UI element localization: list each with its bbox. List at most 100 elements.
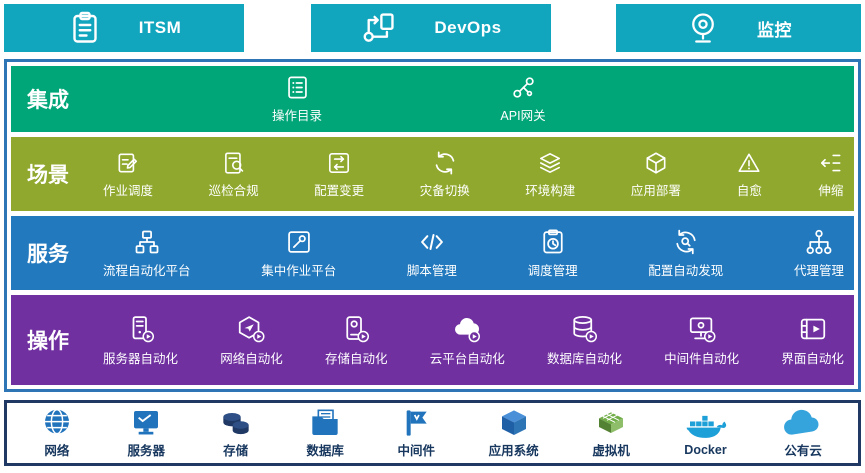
self-heal-icon [736, 150, 762, 176]
item-label: 自愈 [736, 183, 762, 198]
script-icon [418, 228, 446, 256]
item-label: 脚本管理 [406, 263, 457, 278]
item-job-schedule: 作业调度 [103, 150, 153, 199]
item-server-automation: 服务器自动化 [103, 314, 178, 367]
webcam-icon [685, 10, 721, 46]
cloud-icon [781, 407, 825, 439]
item-config-auto-discovery: 配置自动发现 [648, 228, 723, 279]
infra-label: 服务器 [127, 444, 165, 458]
dispatch-icon [539, 228, 567, 256]
band-service: 服务 流程自动化平台 [11, 216, 854, 290]
item-label: 作业调度 [103, 183, 154, 198]
item-operation-catalog: 操作目录 [251, 74, 343, 124]
band-items-scene: 作业调度 巡检合规 [103, 150, 844, 199]
item-ui-automation: 界面自动化 [781, 314, 844, 367]
middleware-icon [399, 407, 433, 439]
item-label: 伸缩 [818, 183, 844, 198]
item-dispatch-management: 调度管理 [528, 228, 578, 279]
item-storage-automation: 存储自动化 [324, 314, 388, 367]
item-failover: 灾备切换 [420, 150, 470, 199]
item-label: 灾备切换 [419, 183, 470, 198]
item-label: 配置变更 [314, 183, 365, 198]
band-items-operation: 服务器自动化 网络自动化 [103, 314, 844, 367]
infrastructure-bar: 网络 服务器 [4, 400, 861, 466]
item-middleware-automation: 中间件自动化 [664, 314, 739, 367]
infra-database: 数据库 [306, 407, 344, 459]
item-label: 服务器自动化 [103, 351, 179, 366]
infra-label: 中间件 [397, 444, 435, 458]
item-label: 环境构建 [525, 183, 576, 198]
inspection-icon [221, 150, 247, 176]
item-label: 巡检合规 [208, 183, 259, 198]
app-deploy-icon [643, 150, 669, 176]
process-automation-icon [133, 228, 161, 256]
item-inspection: 巡检合规 [209, 150, 259, 199]
top-box-devops: DevOps [311, 4, 551, 52]
agent-icon [805, 228, 833, 256]
item-label: 云平台自动化 [429, 351, 505, 366]
failover-icon [432, 150, 458, 176]
vm-icon [594, 407, 628, 439]
infra-docker: Docker [684, 410, 728, 457]
infra-app-system: 应用系统 [489, 407, 539, 459]
app-system-icon [497, 407, 531, 439]
globe-icon [40, 407, 74, 439]
item-cloud-automation: 云平台自动化 [430, 314, 505, 367]
item-process-automation-platform: 流程自动化平台 [103, 228, 191, 279]
infra-vm: 虚拟机 [592, 407, 630, 459]
item-label: 中间件自动化 [664, 351, 740, 366]
catalog-icon [284, 74, 311, 101]
item-label: 配置自动发现 [648, 263, 724, 278]
band-title-operation: 操作 [27, 330, 69, 353]
infrastructure-items: 网络 服务器 [13, 407, 852, 459]
job-schedule-icon [115, 150, 141, 176]
api-gateway-icon [510, 74, 537, 101]
ui-automation-icon [798, 314, 828, 344]
infra-storage: 存储 [219, 407, 253, 459]
infra-label: 数据库 [306, 444, 344, 458]
item-app-deploy: 应用部署 [631, 150, 681, 199]
clipboard-icon [67, 10, 103, 46]
config-change-icon [326, 150, 352, 176]
item-script-management: 脚本管理 [407, 228, 457, 279]
storage-icon [219, 407, 253, 439]
top-box-itsm: ITSM [4, 4, 244, 52]
docker-icon [684, 410, 728, 442]
item-label: 代理管理 [793, 263, 844, 278]
top-label-monitoring: 监控 [757, 20, 792, 40]
infra-label: 虚拟机 [592, 444, 630, 458]
item-network-automation: 网络自动化 [220, 314, 283, 367]
infra-label: 应用系统 [488, 444, 539, 458]
item-agent-management: 代理管理 [794, 228, 844, 279]
item-database-automation: 数据库自动化 [547, 314, 622, 367]
band-scene: 场景 作业调度 [11, 137, 854, 211]
cloud-automation-icon [452, 314, 482, 344]
top-label-devops: DevOps [434, 18, 502, 37]
item-env-build: 环境构建 [525, 150, 575, 199]
devops-flow-icon [360, 9, 398, 47]
item-scale: 伸缩 [818, 150, 844, 199]
item-label: 调度管理 [527, 263, 578, 278]
item-label: 存储自动化 [324, 351, 388, 366]
item-label: 流程自动化平台 [103, 263, 191, 278]
band-items-service: 流程自动化平台 集中作业平台 [103, 228, 844, 279]
server-automation-icon [126, 314, 156, 344]
infra-label: Docker [684, 442, 727, 457]
top-box-monitoring: 监控 [616, 4, 861, 52]
database-automation-icon [569, 314, 599, 344]
item-label: 数据库自动化 [546, 351, 622, 366]
server-icon [129, 407, 163, 439]
infra-label: 公有云 [784, 444, 822, 458]
item-label: 网络自动化 [220, 351, 283, 366]
central-job-icon [285, 228, 313, 256]
item-label: 操作目录 [271, 109, 322, 123]
band-items-integration: 操作目录 API网关 [103, 74, 844, 124]
scale-icon [818, 150, 844, 176]
database-icon [308, 407, 342, 439]
infra-middleware: 中间件 [397, 407, 435, 459]
item-config-change: 配置变更 [314, 150, 364, 199]
item-central-job-platform: 集中作业平台 [261, 228, 336, 279]
item-api-gateway: API网关 [477, 74, 569, 124]
band-title-service: 服务 [27, 243, 69, 266]
